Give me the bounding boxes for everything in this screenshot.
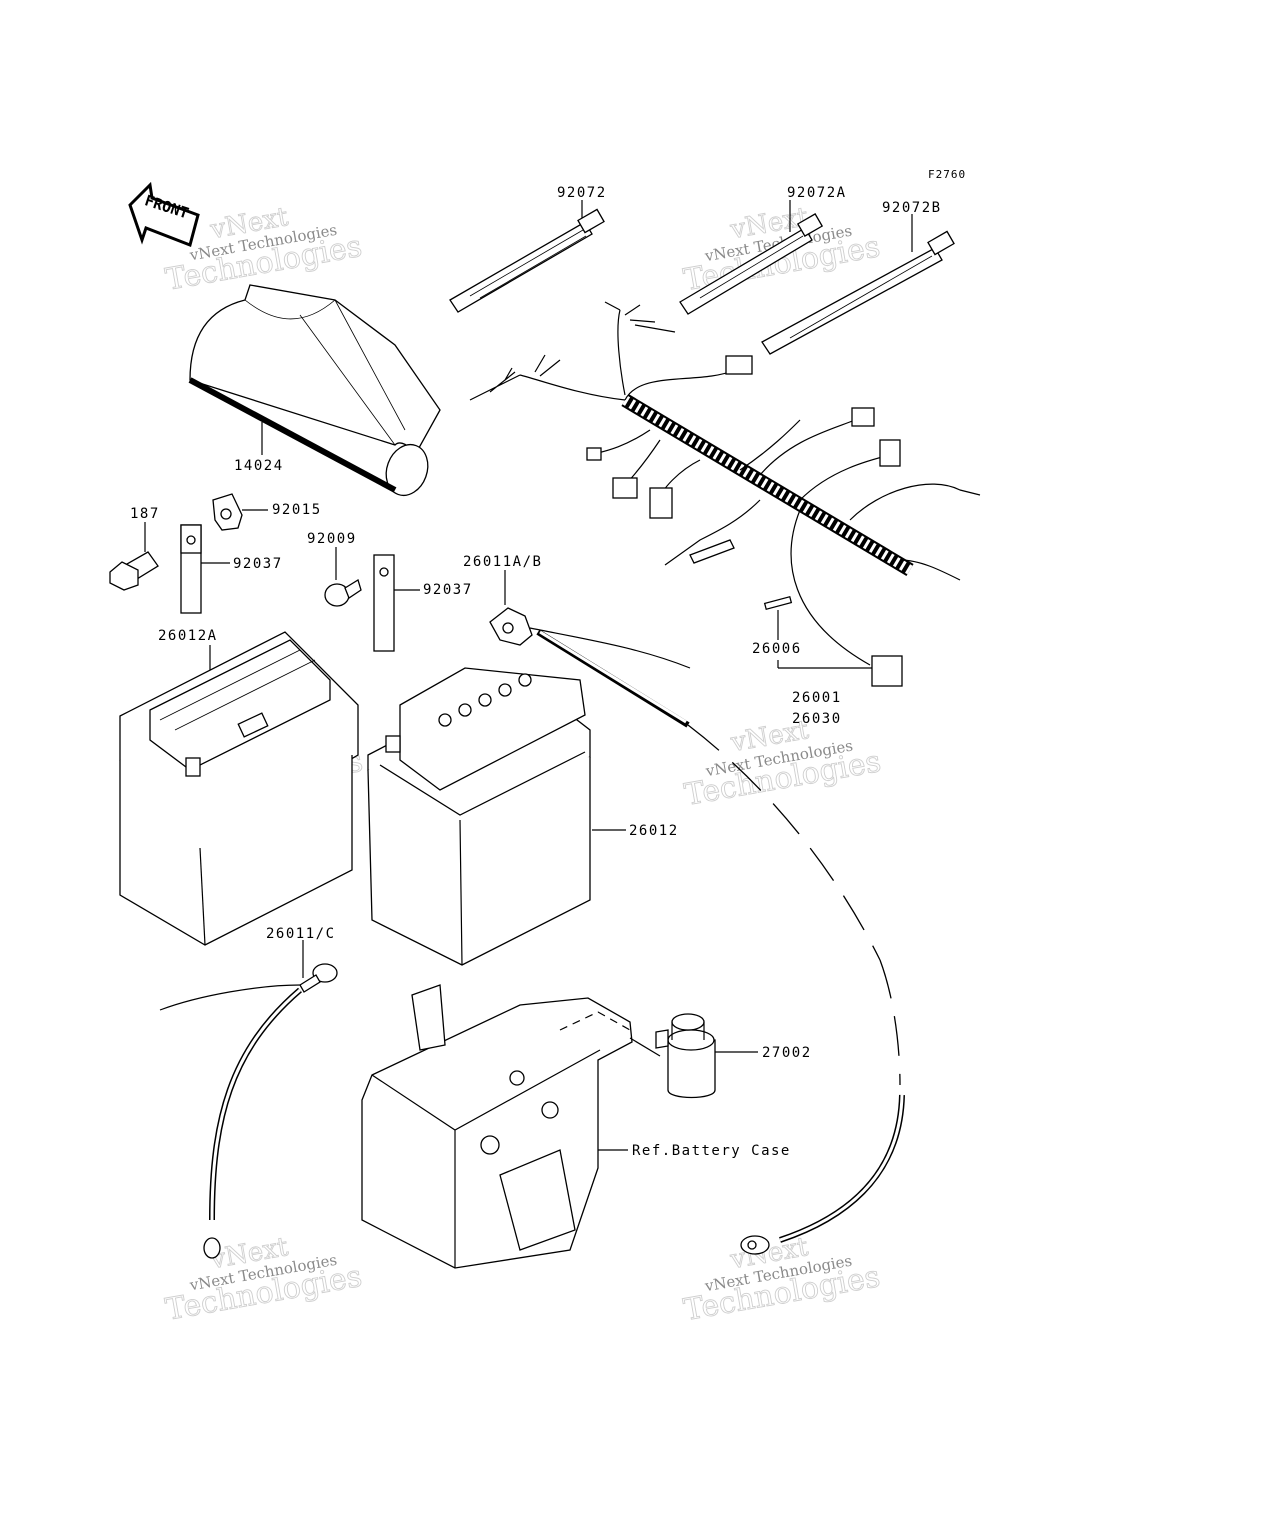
label-92072: 92072: [557, 185, 607, 201]
label-26011AB: 26011A/B: [463, 554, 542, 570]
figure-code: F2760: [928, 168, 966, 181]
terminal-92037-left: [180, 524, 230, 614]
relay-27002: [629, 1013, 758, 1099]
main-wire-harness-26001: [469, 301, 981, 687]
label-92015: 92015: [272, 502, 322, 518]
label-26006: 26006: [752, 641, 802, 657]
label-92037-right: 92037: [423, 582, 473, 598]
screw-92009: [324, 547, 362, 607]
label-26030: 26030: [792, 711, 842, 727]
battery-lead-26011C: [159, 940, 338, 1259]
bracket-92015: [212, 493, 268, 531]
label-26001: 26001: [792, 690, 842, 706]
battery-lead-26011AB: [489, 570, 901, 1086]
label-92009: 92009: [307, 531, 357, 547]
cable-tie-92072A: [679, 200, 824, 315]
watermark-mid-right: vNext Technologies vNext Technologies: [681, 715, 884, 814]
bolt-187: [109, 522, 159, 591]
battery-case: [361, 984, 633, 1269]
label-27002: 27002: [762, 1045, 812, 1061]
cable-tie-92072B: [761, 214, 955, 355]
watermark-bottom-right: vNext Technologies vNext Technologies: [681, 1232, 884, 1329]
watermark-bottom-left: vNext Technologies vNext Technologies: [163, 1232, 366, 1329]
label-14024: 14024: [234, 458, 284, 474]
battery-26012: [367, 667, 626, 966]
cable-tie-92072: [449, 200, 605, 313]
ground-lead: [740, 1094, 905, 1255]
battery-26012A: [119, 631, 359, 946]
fuse-26006: [763, 595, 793, 640]
label-26012A: 26012A: [158, 628, 218, 644]
terminal-92037-right: [373, 554, 420, 652]
label-26012: 26012: [629, 823, 679, 839]
label-92037-left: 92037: [233, 556, 283, 572]
label-ref-battery-case: Ref.Battery Case: [632, 1143, 791, 1159]
label-92072A: 92072A: [787, 185, 847, 201]
battery-cover-14024: [188, 284, 441, 497]
label-92072B: 92072B: [882, 200, 942, 216]
label-187: 187: [130, 506, 160, 522]
front-arrow-icon: FRONT: [128, 181, 200, 248]
label-26011C: 26011/C: [266, 926, 336, 942]
